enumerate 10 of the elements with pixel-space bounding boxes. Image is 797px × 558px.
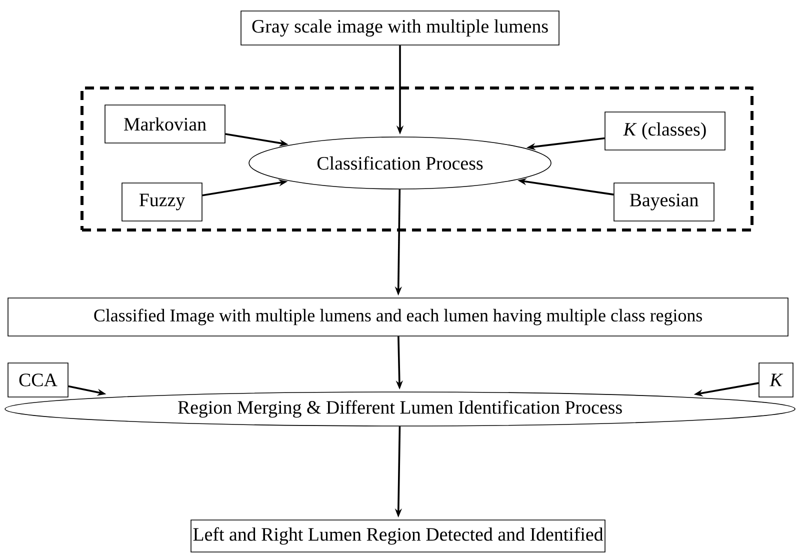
process-box: Left and Right Lumen Region Detected and Identified [190,520,606,552]
process-box: Markovian [104,104,226,144]
process-box: CCA [8,362,68,398]
process-box: Bayesian [614,182,714,222]
process-box: Fuzzy [122,182,202,222]
dashed-group-box [80,86,754,232]
process-box: K (classes) [604,112,726,150]
process-box: Gray scale image with multiple lumens [240,10,560,46]
process-box: K [758,362,794,398]
process-box: Classified Image with multiple lumens and each lumen having multiple class regions [8,298,788,336]
